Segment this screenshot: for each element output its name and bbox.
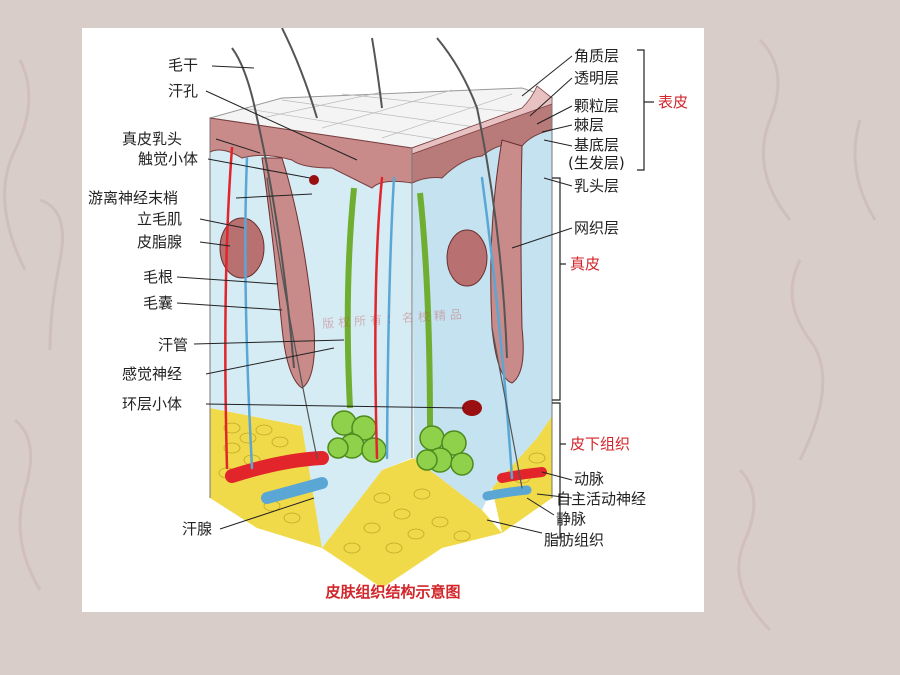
artery-vessel-right bbox=[497, 467, 547, 483]
vein-vessel bbox=[261, 477, 328, 504]
diagram-caption: 皮肤组织结构示意图 bbox=[325, 583, 461, 601]
label-stratum-spinosum: 棘层 bbox=[574, 116, 605, 134]
bracket-epidermis bbox=[637, 49, 645, 171]
label-reticular-layer: 网织层 bbox=[574, 219, 620, 237]
hair-shaft-4 bbox=[436, 37, 508, 359]
sweat-duct-left bbox=[344, 187, 357, 409]
sebaceous-gland-right bbox=[446, 229, 488, 287]
group-label-dermis: 真皮 bbox=[570, 255, 601, 273]
group-label-epidermis: 表皮 bbox=[658, 93, 689, 111]
label-hair-root: 毛根 bbox=[143, 268, 174, 286]
sebaceous-gland-left bbox=[219, 217, 265, 279]
sweat-duct-right bbox=[417, 192, 433, 429]
artery-vessel bbox=[225, 451, 329, 483]
label-stratum-basale: 基底层 bbox=[574, 136, 620, 154]
fat-center-mound bbox=[322, 458, 502, 588]
meissner-corpuscle bbox=[309, 175, 319, 185]
label-hair-shaft: 毛干 bbox=[168, 56, 199, 74]
label-hair-follicle: 毛囊 bbox=[143, 294, 174, 312]
label-sebaceous-gland: 皮脂腺 bbox=[137, 233, 183, 251]
label-germinal-layer: (生发层) bbox=[568, 154, 625, 172]
label-vein: 静脉 bbox=[556, 510, 587, 528]
label-adipose-tissue: 脂肪组织 bbox=[544, 531, 605, 549]
vein-vessel-right bbox=[482, 485, 532, 501]
pacinian-corpuscle bbox=[462, 400, 482, 416]
label-sweat-gland: 汗腺 bbox=[182, 520, 213, 538]
diagram-panel: 毛干 汗孔 真皮乳头 触觉小体 游离神经末梢 立毛肌 皮脂腺 毛根 毛囊 汗管 … bbox=[82, 28, 704, 612]
label-artery: 动脉 bbox=[574, 470, 605, 488]
label-papillary-layer: 乳头层 bbox=[574, 177, 620, 195]
group-label-subcutaneous: 皮下组织 bbox=[570, 435, 631, 453]
label-sensory-nerve: 感觉神经 bbox=[122, 365, 183, 383]
hair-shaft-2 bbox=[281, 28, 318, 119]
bracket-dermis bbox=[552, 177, 561, 401]
label-stratum-granulosum: 颗粒层 bbox=[574, 97, 620, 115]
label-stratum-lucidum: 透明层 bbox=[574, 69, 620, 87]
label-meissner-corpuscle: 触觉小体 bbox=[138, 150, 199, 168]
label-pacinian-corpuscle: 环层小体 bbox=[122, 395, 183, 413]
skin-structure-illustration bbox=[176, 28, 654, 588]
label-arrector-pili: 立毛肌 bbox=[137, 210, 183, 228]
label-autonomic-nerve: 自主活动神经 bbox=[556, 490, 647, 508]
label-free-nerve-ending: 游离神经末梢 bbox=[88, 189, 179, 207]
label-dermal-papilla: 真皮乳头 bbox=[122, 130, 183, 148]
bracket-subcutis bbox=[552, 402, 561, 539]
epidermis-right-band bbox=[411, 97, 553, 184]
hair-shaft-3 bbox=[371, 37, 383, 109]
label-sweat-duct: 汗管 bbox=[158, 336, 189, 354]
label-sweat-pore: 汗孔 bbox=[168, 82, 199, 100]
label-stratum-corneum: 角质层 bbox=[574, 47, 620, 65]
